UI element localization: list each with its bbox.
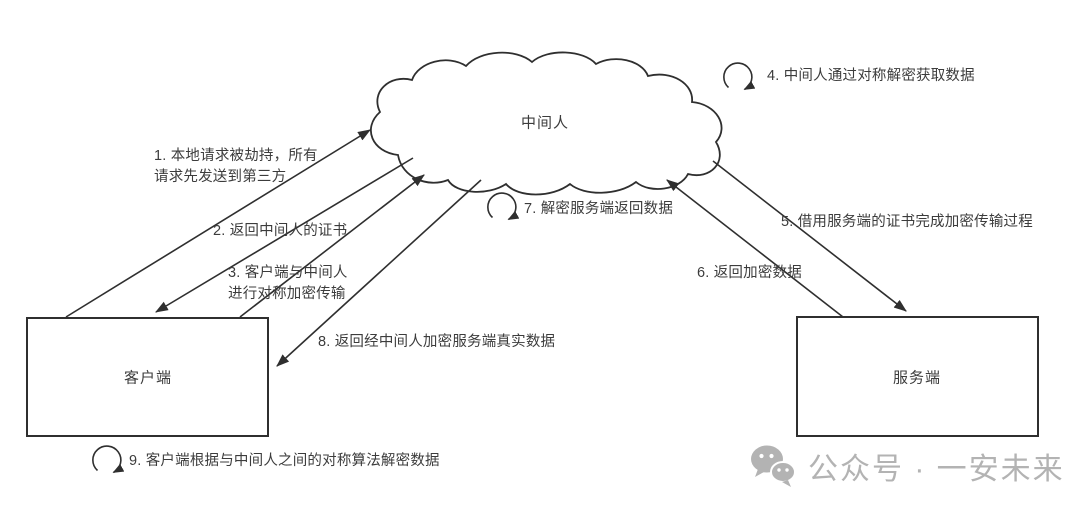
step-6-label: 6. 返回加密数据 xyxy=(697,265,802,281)
step-3-label: 3. 客户端与中间人 进行对称加密传输 xyxy=(228,265,348,303)
self-loop-7-icon xyxy=(487,192,520,221)
self-loop-9-icon xyxy=(92,445,125,474)
step-5-label: 5. 借用服务端的证书完成加密传输过程 xyxy=(781,214,1033,230)
wechat-icon xyxy=(751,445,796,487)
step-7-label: 7. 解密服务端返回数据 xyxy=(524,201,674,217)
step-2-label: 2. 返回中间人的证书 xyxy=(213,223,348,239)
watermark-text: 公众号 · 一安未来 xyxy=(808,453,1065,486)
self-loop-4-icon xyxy=(723,62,756,91)
cloud-shape xyxy=(369,51,723,196)
server-label: 服务端 xyxy=(892,369,942,387)
watermark: 公众号 · 一安未来 xyxy=(748,444,1065,488)
arrow-3-client-to-middleman-sym xyxy=(239,174,425,318)
arrow-6-server-to-middleman xyxy=(666,179,844,318)
server-box xyxy=(796,316,1039,437)
client-label: 客户端 xyxy=(123,369,173,387)
step-4-label: 4. 中间人通过对称解密获取数据 xyxy=(767,68,975,84)
arrow-2-middleman-to-client xyxy=(155,157,414,313)
step-8-label: 8. 返回经中间人加密服务端真实数据 xyxy=(318,334,556,350)
arrow-8-middleman-to-client xyxy=(276,179,482,367)
client-box xyxy=(26,317,269,437)
arrow-5-middleman-to-server xyxy=(712,160,907,312)
arrow-1-client-to-middleman xyxy=(65,129,371,318)
step-9-label: 9. 客户端根据与中间人之间的对称算法解密数据 xyxy=(129,453,440,469)
step-1-label: 1. 本地请求被劫持，所有 请求先发送到第三方 xyxy=(154,148,318,186)
cloud-label: 中间人 xyxy=(520,114,570,132)
